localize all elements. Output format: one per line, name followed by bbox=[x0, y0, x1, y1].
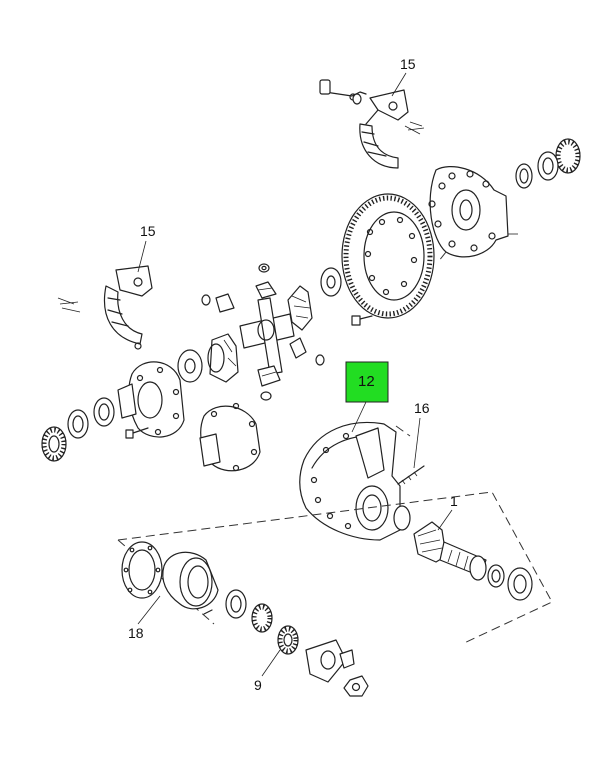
callout-15-left: 15 bbox=[140, 223, 156, 239]
drive-pinion[interactable] bbox=[393, 505, 487, 577]
leader-16 bbox=[413, 417, 421, 469]
leader-1 bbox=[437, 509, 453, 531]
oil-seal[interactable] bbox=[277, 625, 299, 655]
callout-12: 12 bbox=[358, 373, 375, 390]
differential-spider[interactable] bbox=[239, 297, 295, 375]
pinion-gear-left[interactable] bbox=[201, 293, 235, 313]
callout-12-highlight[interactable]: 12 bbox=[345, 361, 389, 403]
carrier-housing[interactable] bbox=[299, 421, 401, 541]
side-gear-right[interactable] bbox=[287, 285, 313, 331]
thrust-washer-side-gear-left[interactable] bbox=[177, 349, 203, 383]
bearing-cap-left[interactable] bbox=[57, 265, 153, 350]
leader-12 bbox=[351, 401, 367, 433]
leader-15-top bbox=[391, 72, 407, 97]
pinion-cage[interactable] bbox=[162, 551, 219, 615]
case-bolt[interactable] bbox=[125, 427, 149, 439]
pinion-gear-bottom[interactable] bbox=[257, 365, 281, 401]
thrust-washer-side-gear-right[interactable] bbox=[320, 267, 342, 297]
pinion-gear-right[interactable] bbox=[289, 337, 325, 366]
callout-15-top: 15 bbox=[400, 56, 416, 72]
bearing-cup-right[interactable] bbox=[515, 138, 581, 189]
stud[interactable] bbox=[397, 465, 425, 485]
differential-case-left-half[interactable] bbox=[117, 361, 185, 438]
ring-gear-bolt[interactable] bbox=[351, 315, 373, 326]
pinion-bearing-right[interactable] bbox=[469, 555, 533, 601]
yoke-flange[interactable] bbox=[305, 639, 355, 683]
pinion-cage-shim[interactable] bbox=[121, 541, 163, 599]
bearing-cone-left[interactable] bbox=[67, 397, 115, 439]
callout-16: 16 bbox=[414, 400, 430, 416]
small-washer-top[interactable] bbox=[258, 263, 270, 273]
callout-1: 1 bbox=[450, 493, 458, 509]
pinion-bearing-front[interactable] bbox=[225, 589, 273, 633]
assembly-outline bbox=[117, 425, 553, 645]
bearing-adjuster-left[interactable] bbox=[41, 426, 67, 462]
bearing-cap-top[interactable] bbox=[319, 79, 425, 169]
side-gear-left[interactable] bbox=[207, 333, 239, 383]
leader-9 bbox=[261, 649, 281, 677]
differential-case-right-half[interactable] bbox=[428, 166, 518, 263]
differential-case-assembled[interactable] bbox=[199, 402, 261, 472]
pinion-gear-top[interactable] bbox=[255, 281, 277, 299]
ring-gear[interactable] bbox=[341, 193, 435, 319]
leader-15-left bbox=[137, 240, 147, 273]
leader-18 bbox=[137, 595, 161, 625]
callout-18: 18 bbox=[128, 625, 144, 641]
callout-9: 9 bbox=[254, 677, 262, 693]
pinion-nut[interactable] bbox=[343, 675, 369, 697]
